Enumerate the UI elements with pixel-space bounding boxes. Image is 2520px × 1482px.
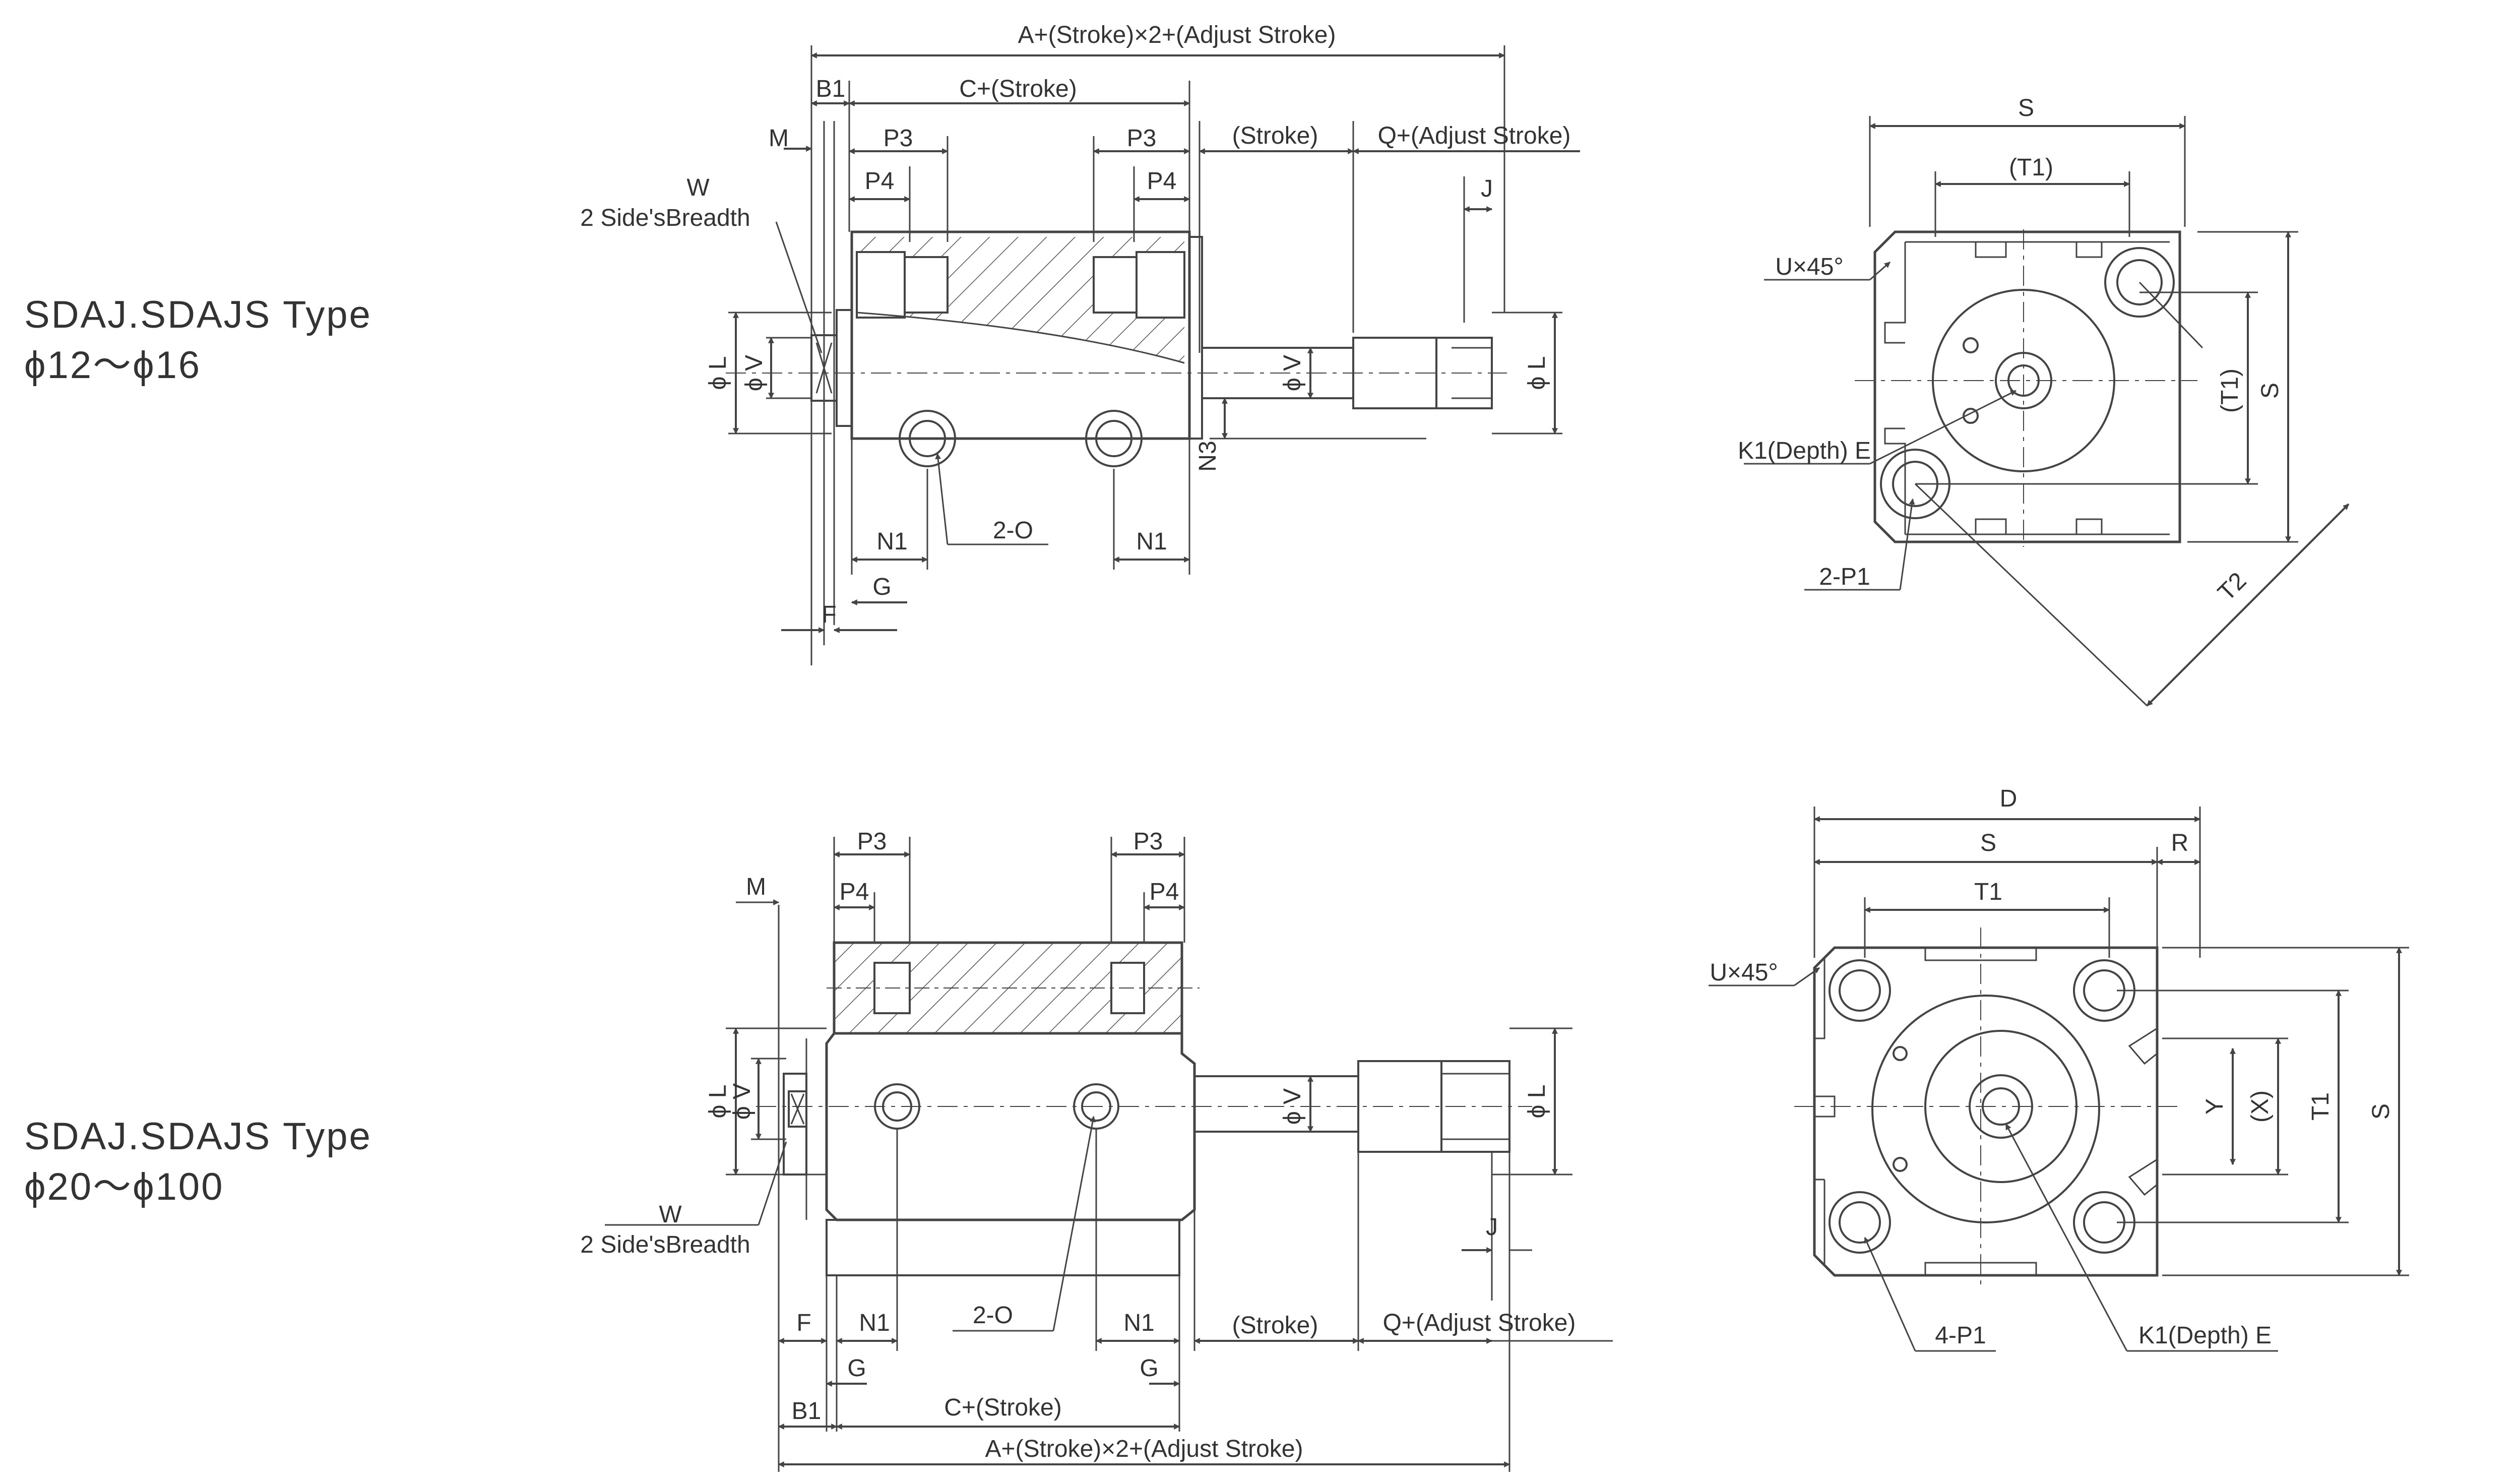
f-label: F — [796, 1310, 811, 1336]
p4-left-label: P4 — [865, 168, 895, 195]
bottom-type-title: SDAJ.SDAJS Type ϕ20～ϕ100 — [24, 1112, 372, 1212]
top-side-labels: A+(Stroke)×2+(Adjust Stroke) B1 C+(Strok… — [580, 22, 1570, 628]
t1-side-label: T1 — [2307, 1092, 2334, 1121]
ports-label: 2-O — [993, 517, 1033, 544]
chamfer-label: U×45° — [1710, 959, 1778, 986]
b1-label: B1 — [816, 76, 846, 102]
phi-v-left-label: ϕ V — [741, 355, 768, 391]
s-top-label: S — [1980, 830, 1996, 856]
p3-left-label: P3 — [884, 125, 913, 152]
f-label: F — [822, 601, 836, 628]
p3-right-label: P3 — [1127, 125, 1157, 152]
bottom-side-view — [605, 837, 1613, 1472]
top-type-name: SDAJ.SDAJS Type — [24, 293, 372, 336]
n1-right-label: N1 — [1123, 1310, 1154, 1336]
y-label: Y — [2201, 1098, 2228, 1115]
body-length-label: C+(Stroke) — [959, 76, 1077, 102]
holes-label: 2-P1 — [1819, 564, 1870, 590]
p3-left-label: P3 — [857, 828, 887, 855]
j-label: J — [1486, 1214, 1498, 1241]
thread-label: K1(Depth) E — [2138, 1322, 2272, 1349]
g-label: G — [872, 574, 891, 600]
breadth-label: 2 Side'sBreadth — [580, 1231, 750, 1258]
adjust-stroke-label: Q+(Adjust Stroke) — [1378, 122, 1571, 149]
b1-label: B1 — [792, 1398, 822, 1425]
thread-label: K1(Depth) E — [1738, 438, 1871, 464]
phi-l-right-label: ϕ L — [1524, 1085, 1550, 1119]
overall-length-label: A+(Stroke)×2+(Adjust Stroke) — [985, 1436, 1303, 1462]
t1-side-label: (T1) — [2217, 368, 2243, 413]
top-side-view — [726, 45, 1580, 665]
n1-left-label: N1 — [876, 528, 907, 555]
top-type-title: SDAJ.SDAJS Type ϕ12～ϕ16 — [24, 290, 372, 391]
p4-left-label: P4 — [840, 879, 869, 905]
x-label: (X) — [2247, 1090, 2274, 1123]
top-size-range: ϕ12～ϕ16 — [24, 344, 202, 387]
d-label: D — [2000, 785, 2018, 812]
phi-l-left-label: ϕ L — [705, 356, 731, 390]
m-label: M — [769, 125, 789, 152]
phi-v-left-label: ϕ V — [729, 1083, 755, 1120]
m-label: M — [746, 874, 766, 900]
phi-l-left-label: ϕ L — [705, 1085, 731, 1119]
bottom-size-range: ϕ20～ϕ100 — [24, 1165, 224, 1208]
body-length-label: C+(Stroke) — [944, 1394, 1061, 1421]
n1-right-label: N1 — [1136, 528, 1167, 555]
bottom-end-view — [1709, 807, 2409, 1352]
phi-l-right-label: ϕ L — [1524, 356, 1550, 390]
t1-top-label: (T1) — [2009, 154, 2053, 181]
r-label: R — [2171, 830, 2189, 856]
p3-right-label: P3 — [1133, 828, 1163, 855]
g-left-label: G — [847, 1355, 866, 1382]
s-side-label: S — [2368, 1103, 2395, 1120]
bottom-side-labels: P3 P3 P4 P4 M ϕ L ϕ V ϕ V ϕ L W 2 Side's… — [580, 828, 1576, 1462]
s-top-label: S — [2018, 95, 2034, 121]
phi-v-rod-label: ϕ V — [1279, 1088, 1306, 1125]
breadth-label: 2 Side'sBreadth — [580, 205, 750, 231]
n1-left-label: N1 — [859, 1310, 890, 1336]
bottom-type-name: SDAJ.SDAJS Type — [24, 1115, 372, 1158]
top-end-view — [1744, 116, 2350, 707]
t2-label: T2 — [2213, 567, 2251, 606]
ports-label: 2-O — [973, 1302, 1013, 1329]
stroke-label: (Stroke) — [1232, 1312, 1318, 1339]
stroke-label: (Stroke) — [1232, 122, 1318, 149]
phi-v-rod-label: ϕ V — [1279, 355, 1306, 391]
bottom-end-labels: D S R T1 U×45° Y (X) T1 S 4-P1 K1(Depth)… — [1710, 785, 2395, 1349]
overall-length-label: A+(Stroke)×2+(Adjust Stroke) — [1018, 22, 1336, 48]
s-side-label: S — [2257, 383, 2284, 399]
t1-top-label: T1 — [1974, 879, 2002, 905]
w-label: W — [686, 174, 710, 201]
chamfer-label: U×45° — [1775, 254, 1843, 280]
p4-right-label: P4 — [1150, 879, 1179, 905]
w-label: W — [659, 1201, 682, 1228]
p4-right-label: P4 — [1147, 168, 1177, 195]
holes-label: 4-P1 — [1935, 1322, 1986, 1349]
n3-label: N3 — [1194, 441, 1221, 471]
top-end-labels: S (T1) U×45° S (T1) K1(Depth) E 2-P1 T2 — [1738, 95, 2284, 606]
adjust-stroke-label: Q+(Adjust Stroke) — [1383, 1310, 1576, 1336]
j-label: J — [1481, 175, 1493, 202]
g-right-label: G — [1140, 1355, 1158, 1382]
